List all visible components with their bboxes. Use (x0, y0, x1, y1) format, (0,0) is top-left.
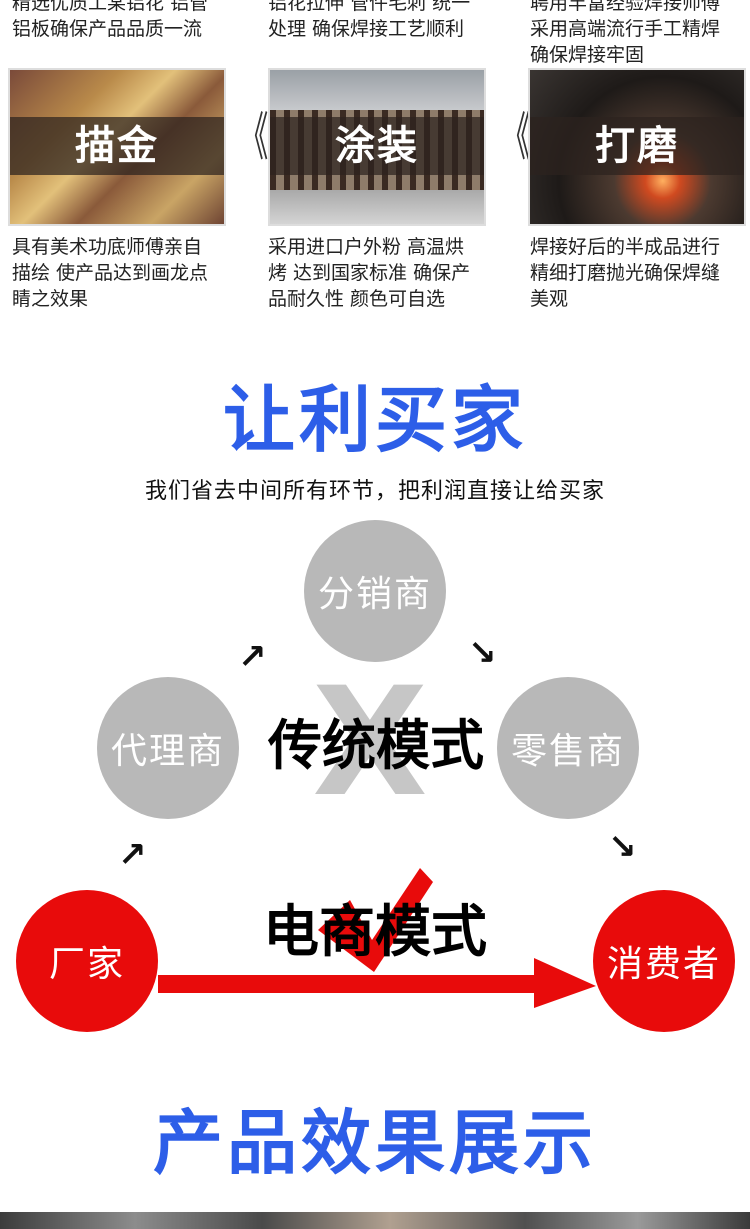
arrow-up-right-icon: ↗ (238, 637, 267, 677)
section-title-showcase: 产品效果展示 (153, 1102, 597, 1184)
label-traditional-model: 传统模式 (268, 714, 484, 777)
chevron-left-icon: 《 (501, 108, 531, 168)
chevron-left-icon: 《 (239, 108, 269, 168)
check-mark-icon (318, 868, 433, 972)
arrow-up-right-icon: ↗ (118, 835, 147, 875)
arrow-down-right-icon: ↘ (468, 633, 497, 673)
node-manufacturer: 厂家 (16, 890, 158, 1032)
section-subtitle-benefit: 我们省去中间所有环节，把利润直接让给买家 (144, 479, 605, 504)
cross-icon: X (312, 656, 428, 830)
process-caption-grinding: 焊接好后的半成品进行 精细打磨抛光确保焊缝 美观 (530, 236, 721, 310)
process-image-coating: 涂装 (268, 68, 486, 226)
process-caption-gilding: 具有美术功底师傅亲自 描绘 使产品达到画龙点 睛之效果 (12, 236, 209, 310)
top-caption-1: 精选优质工某铝花 铝管 铝板确保产品品质一流 (12, 0, 209, 40)
arrow-down-right-icon: ↘ (608, 827, 637, 867)
process-image-grinding: 打磨 (528, 68, 746, 226)
process-label-grinding: 打磨 (595, 123, 679, 169)
top-caption-3: 聘用丰富经验焊接师傅 采用高端流行手工精焊 确保焊接牢固 (530, 0, 721, 66)
node-agent: 代理商 (97, 677, 239, 819)
process-caption-coating: 采用进口户外粉 高温烘 烤 达到国家标准 确保产 品耐久性 颜色可自选 (268, 236, 471, 310)
section-title-benefit: 让利买家 (222, 378, 527, 462)
process-label-gilding: 描金 (75, 123, 159, 169)
product-photo-strip (0, 1212, 750, 1229)
process-label-coating: 涂装 (335, 123, 419, 169)
node-retailer: 零售商 (497, 677, 639, 819)
node-distributor: 分销商 (304, 520, 446, 662)
node-consumer: 消费者 (593, 890, 735, 1032)
top-caption-2: 铝花拉伸 管件毛刺 统一 处理 确保焊接工艺顺利 (268, 0, 471, 40)
label-ecommerce-model: 电商模式 (263, 900, 487, 965)
process-image-gilding: 描金 (8, 68, 226, 226)
red-flow-arrow (158, 958, 596, 1008)
